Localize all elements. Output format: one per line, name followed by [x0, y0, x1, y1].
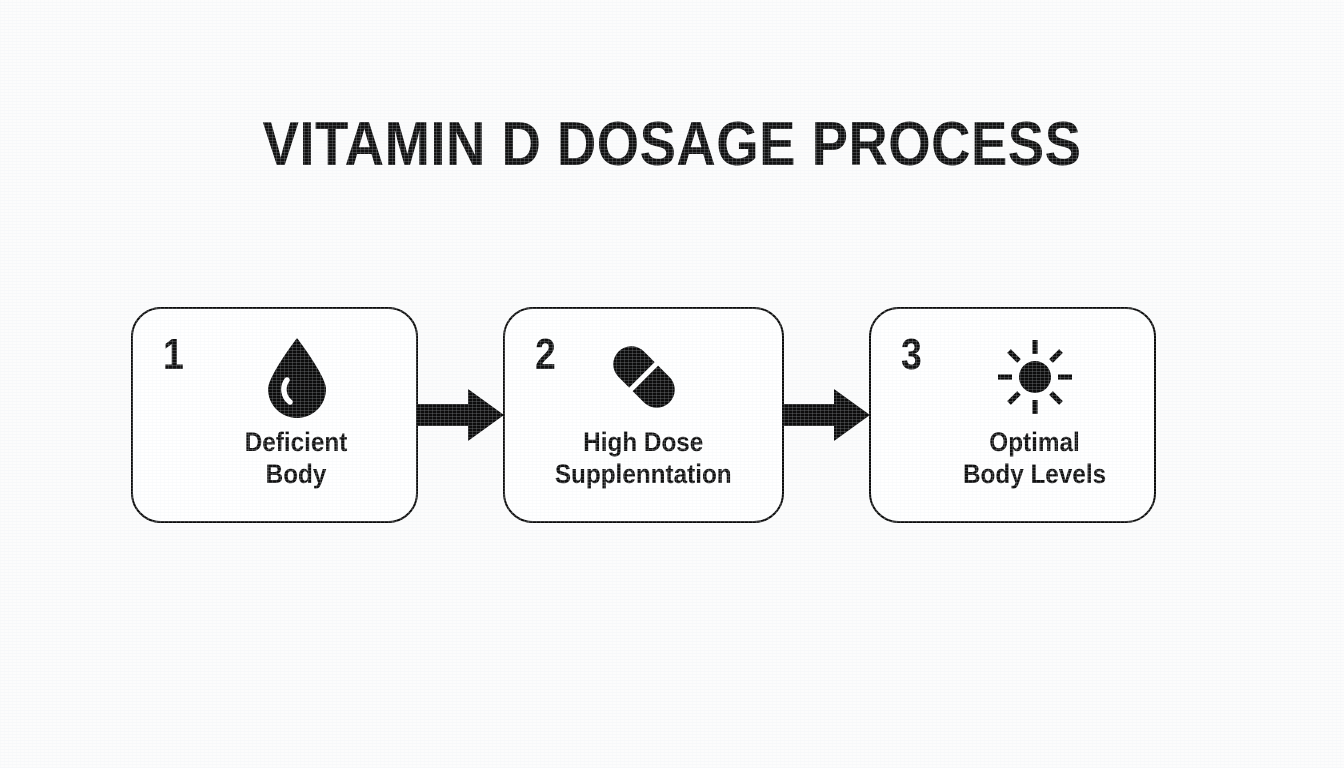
- step-2-label: High Dose Supplenntation: [555, 427, 732, 489]
- step-3-label: Optimal Body Levels: [962, 427, 1107, 489]
- water-droplet-icon: [265, 336, 329, 418]
- step-2-icon-slot: [602, 331, 686, 423]
- step-card-2-body: High Dose Supplenntation: [505, 331, 782, 491]
- sun-icon: [995, 337, 1075, 417]
- step-card-3-body: Optimal Body Levels: [871, 331, 1154, 491]
- step-1-label: Deficient Body: [245, 427, 348, 489]
- step-card-1-body: Deficient Body: [133, 331, 416, 491]
- step-number-2: 2: [535, 330, 556, 379]
- step-card-1[interactable]: 1 Deficient Body: [131, 307, 418, 523]
- step-number-1: 1: [163, 330, 184, 379]
- step-card-3[interactable]: 3: [869, 307, 1156, 523]
- step-1-icon-slot: [265, 331, 329, 423]
- page-title: VITAMIN D DOSAGE PROCESS: [262, 110, 1082, 179]
- step-card-2[interactable]: 2 High Dose Supplenntation: [503, 307, 784, 523]
- connector-2: [783, 387, 870, 443]
- process-flow: 1 Deficient Body: [131, 307, 1222, 523]
- capsule-pill-icon: [602, 335, 686, 419]
- arrow-right-icon: [417, 387, 504, 443]
- arrow-right-icon: [783, 387, 870, 443]
- step-number-3: 3: [901, 330, 922, 379]
- connector-1: [417, 387, 504, 443]
- step-3-icon-slot: [995, 331, 1075, 423]
